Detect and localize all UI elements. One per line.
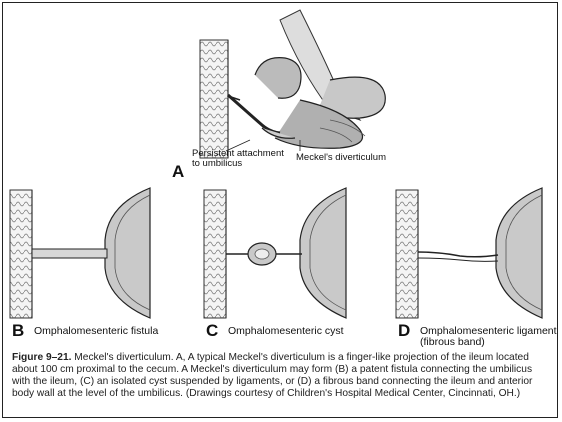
caption-text: Meckel's diverticulum. A, A typical Meck… xyxy=(12,352,532,399)
panel-d-letter: D xyxy=(398,321,410,340)
panel-a-letter: A xyxy=(172,162,184,181)
panel-a-drawing xyxy=(200,10,385,158)
figure-caption: Figure 9–21. Meckel's diverticulum. A, A… xyxy=(12,352,548,400)
panel-d-label-line2: (fibrous band) xyxy=(420,336,485,348)
panel-b-letter: B xyxy=(12,321,24,340)
callout-to-umbilicus: to umbilicus xyxy=(192,158,242,169)
panel-c-label: Omphalomesenteric cyst xyxy=(228,325,344,337)
callout-meckels-diverticulum: Meckel's diverticulum xyxy=(296,152,386,163)
panel-d-drawing xyxy=(396,188,542,318)
panel-b-label: Omphalomesenteric fistula xyxy=(34,325,158,337)
figure-number: Figure 9–21. xyxy=(12,352,71,363)
panel-c-letter: C xyxy=(206,321,218,340)
panel-b-drawing xyxy=(10,188,150,318)
panel-c-drawing xyxy=(204,188,346,318)
figure-illustration: Persistent attachment to umbilicus Mecke… xyxy=(0,0,562,350)
